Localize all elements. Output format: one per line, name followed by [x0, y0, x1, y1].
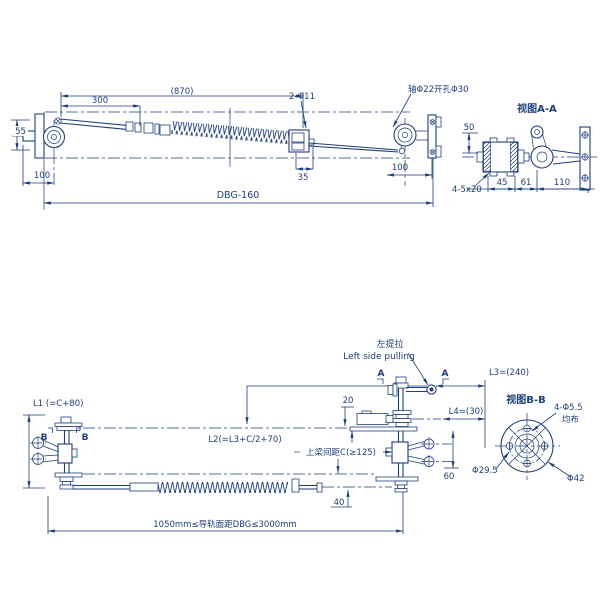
dim-phi29-5: Φ29.5: [472, 466, 498, 476]
section-flag-b-right: [76, 427, 81, 433]
leader-phi42: [547, 461, 572, 478]
dim-l4: L4=(30): [449, 407, 484, 417]
dim-60: 60: [444, 472, 455, 482]
hole-label: 2-Φ11: [289, 92, 315, 102]
vertical-shaft: [397, 383, 404, 490]
rail-range-label: 1050mm≤导轨面距DBG≤3000mm: [153, 519, 296, 530]
section-marker-a-right: A: [442, 369, 449, 379]
aa-top-tab: [530, 125, 544, 139]
dim-300: 300: [92, 96, 108, 106]
turnbuckle: [129, 482, 159, 492]
lever-pivot: [398, 147, 406, 155]
lower-plate: [375, 476, 419, 482]
dim-100-left: 100: [34, 171, 50, 181]
fork-block: [57, 443, 73, 464]
tension-spring: [171, 121, 289, 145]
dim-61: 61: [521, 178, 532, 188]
dim-55: 55: [15, 127, 26, 137]
dim-phi42: Φ42: [567, 474, 585, 484]
left-bracket-plate: [34, 113, 45, 159]
left-bearing: [42, 125, 66, 149]
left-bolt: [54, 117, 62, 125]
section-flag-a-left: [377, 378, 384, 384]
pull-rod: [59, 118, 134, 127]
bb-holes-label: 4-Φ5.5: [554, 403, 583, 413]
aa-arm: [551, 149, 581, 165]
view-bb-title: 视图B-B: [506, 393, 545, 406]
link-rod: [308, 142, 399, 151]
slot-label: 4-5x20: [452, 185, 482, 195]
dim-45: 45: [497, 178, 508, 188]
section-marker-b-right: B: [82, 433, 89, 443]
section-marker-b-left: B: [41, 433, 48, 443]
damper-cylinder: [356, 413, 389, 425]
bb-flange-outer: [500, 419, 554, 473]
right-bearing: [393, 123, 417, 147]
section-flag-b-left: [48, 427, 53, 433]
dim-870: (870): [171, 87, 194, 97]
bb-holes-label2: 均布: [562, 414, 579, 425]
rod-fitting: [125, 121, 134, 132]
top-assembly-view: (870) 300 55 100 35 100 2-Φ11 轴Φ22开孔Φ30 …: [11, 84, 469, 210]
section-marker-a-left: A: [378, 369, 385, 379]
left-mechanism: [30, 416, 83, 490]
pull-label-cn: 左提拉: [376, 338, 403, 350]
bottom-spring: [158, 482, 288, 493]
beam-gap-label: 上梁间距C(≥125): [306, 448, 376, 458]
bb-diagonals: [508, 427, 546, 465]
leader-bb-holes: [531, 412, 557, 432]
leader-pull: [407, 352, 429, 386]
dim-20: 20: [343, 396, 354, 406]
right-bolt-top: [429, 119, 436, 125]
view-aa: 视图A-A 50 4-5x20 45 6: [452, 102, 597, 195]
section-flag-a-right: [442, 378, 449, 384]
fork-block-right: [391, 441, 409, 464]
dim-35: 35: [298, 173, 309, 183]
leader-phi29: [495, 451, 510, 470]
view-aa-title: 视图A-A: [517, 102, 557, 115]
fork-prongs-right: [407, 441, 425, 465]
pull-arm: [406, 386, 427, 393]
aa-plate-holes: [581, 131, 589, 182]
dim-l3: L3=(240): [489, 368, 529, 378]
dim-l1: L1 (=C+80): [33, 399, 83, 409]
bottom-assembly-view: 左提拉 Left side pulling A A B B L1 (=C+80)…: [23, 338, 529, 534]
shaft-hole-label: 轴Φ22开孔Φ30: [408, 84, 469, 95]
upper-plate: [349, 426, 418, 432]
leader-2phi11: [300, 100, 307, 129]
right-bolt-bottom: [429, 149, 436, 155]
dim-110: 110: [554, 178, 570, 188]
bb-bolt-holes: [505, 424, 549, 468]
leader-shaft-hole: [392, 93, 412, 128]
right-mechanism: [349, 376, 452, 493]
dim-50: 50: [464, 123, 475, 133]
dim-100-right: 100: [392, 163, 408, 173]
leader-slot: [473, 172, 490, 188]
bottom-rod: [73, 484, 132, 490]
dim-40: 40: [334, 498, 345, 508]
dim-dbg: DBG-160: [217, 190, 260, 201]
fork-prongs: [42, 439, 60, 463]
view-bb: 视图B-B 4-Φ5.5 均布 Φ29.5 Φ42: [472, 393, 585, 484]
dim-l2: L2(=L3+C/2+70): [208, 435, 281, 445]
pull-label-en: Left side pulling: [343, 352, 414, 362]
aa-knuckle: [530, 145, 554, 169]
